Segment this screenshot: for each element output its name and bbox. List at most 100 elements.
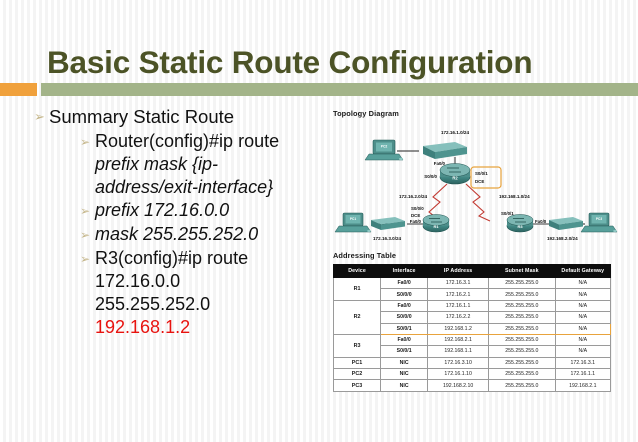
bullet-label: prefix 172.16.0.0 [95,200,230,220]
cell-interface: Fa0/0 [380,299,429,313]
bullet-item-mask: ➢ mask 255.255.252.0 [57,223,334,247]
cell-mask: 255.255.255.0 [488,311,556,324]
cell-mask: 255.255.255.0 [488,367,556,381]
r1-s0000-label: S0/0/0 [411,206,424,211]
page-title: Basic Static Route Configuration [47,44,533,81]
r2-s0001-label: S0/0/1 [475,171,488,176]
cell-ip: 172.16.1.1 [427,299,490,313]
command-text: Router(config)#ip route [95,131,280,151]
r2-s0001-dce-label: DCE [475,179,484,184]
cell-device: R3 [332,333,382,358]
command-syntax-line1: prefix mask {ip- [95,154,219,174]
cell-gateway: N/A [554,345,612,358]
arrow-bullet-icon: ➢ [34,109,45,124]
cell-interface: S0/0/0 [380,311,429,324]
table-row: S0/0/1 192.168.1.1 255.255.255.0 N/A [334,345,612,358]
bullet-label: Summary Static Route [49,106,235,127]
cell-ip: 172.16.2.1 [427,288,490,301]
r3-fa00-label: Fa0/0 [535,219,547,224]
divider-accent-orange [0,83,37,96]
cell-mask: 255.255.255.0 [488,276,556,290]
cell-mask: 255.255.255.0 [488,356,556,370]
cell-interface: NIC [380,379,429,392]
arrow-bullet-icon: ➢ [80,204,91,218]
bullet-label: Router(config)#ip route prefix mask {ip-… [95,130,334,199]
right-switch-node [549,217,583,230]
cell-gateway: 172.16.3.1 [554,356,612,370]
pc1-node [334,212,372,233]
command-syntax-line2: address/exit-interface} [95,177,274,197]
r2-label: R2 [452,176,458,181]
table-row: PC3 NIC 192.168.2.10 255.255.255.0 192.1… [332,379,612,392]
addressing-table-panel: Addressing Table Device Interface IP Add… [332,251,625,392]
left-switch-node [371,217,405,230]
bullet-item-router-config-ip-route: ➢ Router(config)#ip route prefix mask {i… [57,130,334,199]
cell-ip: 192.168.2.1 [427,333,490,347]
table-row: R1 Fa0/0 172.16.3.1 255.255.255.0 N/A [332,276,612,301]
bullet-label: R3(config)#ip route 172.16.0.0 255.255.2… [95,247,334,339]
top-switch-node [423,142,467,159]
arrow-bullet-icon: ➢ [80,135,91,149]
command-mask-value: 255.255.252.0 [95,294,211,314]
net-bottom-left-label: 172.16.3.0/24 [373,236,402,241]
cell-mask: 255.255.255.0 [488,379,556,392]
column-header-default-gateway: Default Gateway [554,264,612,278]
cell-interface: S0/0/1 [380,345,429,358]
column-header-ip-address: IP Address [427,264,490,278]
table-row-highlighted: S0/0/1 192.168.1.2 255.255.255.0 N/A [334,322,612,335]
command-nexthop-value: 192.168.1.2 [95,317,191,337]
r2-s0000-label: S0/0/0 [424,174,437,179]
bullet-item-r3-config-ip-route: ➢ R3(config)#ip route 172.16.0.0 255.255… [57,247,334,339]
table-header-row: Device Interface IP Address Subnet Mask … [332,264,612,278]
addressing-table: Device Interface IP Address Subnet Mask … [332,264,612,392]
r2-router-node [439,163,471,185]
column-header-interface: Interface [380,264,429,278]
bullet-label: mask 255.255.252.0 [95,224,259,244]
cell-device: R1 [332,277,382,301]
cell-ip: 172.16.3.1 [427,276,490,290]
arrow-bullet-icon: ➢ [80,252,91,266]
addressing-table-body: R1 Fa0/0 172.16.3.1 255.255.255.0 N/A S0… [332,276,612,392]
cell-interface: S0/0/1 [380,322,429,335]
cell-gateway: N/A [554,333,612,347]
net-top-label: 172.16.1.0/24 [441,130,470,135]
command-prefix-value: 172.16.0.0 [95,271,181,291]
pc3-label: PC3 [596,217,602,221]
r3-router-node [506,214,534,233]
cell-gateway: N/A [554,311,612,324]
cell-gateway: N/A [554,322,612,335]
r1-dce-label: DCE [411,213,420,218]
cell-mask: 255.255.255.0 [488,299,556,313]
cell-mask: 255.255.255.0 [488,333,556,347]
net-bottom-right-label: 192.168.2.0/24 [547,236,578,241]
cell-interface: NIC [380,367,429,381]
cell-ip: 192.168.1.1 [427,345,490,358]
cell-mask: 255.255.255.0 [488,322,556,335]
r3-s0001-label: S0/0/1 [501,211,514,216]
r1-label: R1 [433,224,439,229]
table-row: PC1 NIC 172.16.3.10 255.255.255.0 172.16… [332,356,612,370]
cell-ip: 192.168.1.2 [427,322,490,335]
topology-diagram-image: R2 R1 R3 PC2 PC1 PC3 172.16.1.0/24 Fa0/0… [334,130,618,241]
bullet-item-summary-static-route: ➢ Summary Static Route [34,104,334,129]
pc1-label: PC1 [350,217,356,221]
table-row: R3 Fa0/0 192.168.2.1 255.255.255.0 N/A [332,333,612,358]
cell-gateway: 172.16.1.1 [554,367,612,381]
topology-diagram-panel: Topology Diagram [333,109,623,244]
topology-caption: Topology Diagram [333,109,399,118]
cell-device: PC3 [332,379,382,392]
table-row: PC2 NIC 172.16.1.10 255.255.255.0 172.16… [332,367,612,381]
cell-interface: Fa0/0 [380,333,429,347]
table-row: R2 Fa0/0 172.16.1.1 255.255.255.0 N/A [332,299,612,335]
pc3-node [580,212,618,233]
cell-ip: 192.168.2.10 [427,379,490,392]
pc2-node [364,139,404,161]
cell-gateway: N/A [554,288,612,301]
topology-highlight-box [470,166,502,189]
cell-mask: 255.255.255.0 [488,288,556,301]
cell-interface: NIC [380,356,429,370]
net-left-label: 172.16.2.0/24 [399,194,428,199]
cell-ip: 172.16.3.10 [427,356,490,370]
divider-accent-green [41,83,638,96]
cell-device: R2 [332,299,382,335]
